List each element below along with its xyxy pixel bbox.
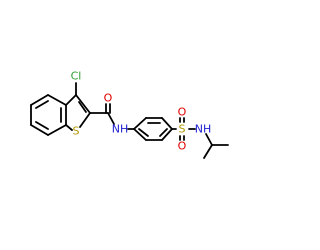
- atom-label-ring-sulfur: S: [73, 125, 80, 138]
- molecule-structure-diagram: Cl S O NH S O O NH: [30, 70, 229, 159]
- bond-lines: [30, 82, 229, 159]
- bond: [203, 144, 213, 159]
- bond-inner: [35, 121, 49, 130]
- atom-label-sulfonyl-oxygen-top: O: [178, 106, 187, 119]
- bond: [30, 94, 49, 106]
- bond: [161, 128, 173, 141]
- bond: [47, 124, 67, 136]
- bond: [65, 94, 77, 106]
- bond: [65, 124, 73, 131]
- atom-label-amide-oxygen: O: [104, 92, 113, 105]
- bond-inner: [159, 128, 168, 137]
- bond-inner: [35, 100, 49, 109]
- bond: [107, 112, 115, 125]
- atom-labels: Cl S O NH S O O NH: [71, 70, 212, 153]
- atom-label-sulfonyl-oxygen-bottom: O: [178, 140, 187, 153]
- atom-label-sulfonamide-nh: NH: [195, 123, 212, 136]
- bond: [133, 128, 147, 141]
- bond: [79, 112, 91, 128]
- bond: [75, 94, 91, 114]
- atom-label-chlorine: Cl: [71, 70, 82, 83]
- atom-label-amide-nh: NH: [112, 123, 129, 136]
- bond-inner: [78, 101, 87, 113]
- bond-inner: [138, 128, 149, 137]
- bond: [205, 133, 213, 146]
- bond: [30, 124, 49, 136]
- bond: [161, 117, 173, 130]
- bond: [133, 117, 147, 130]
- atom-label-sulfonyl-sulfur: S: [179, 123, 186, 136]
- bond: [47, 94, 67, 106]
